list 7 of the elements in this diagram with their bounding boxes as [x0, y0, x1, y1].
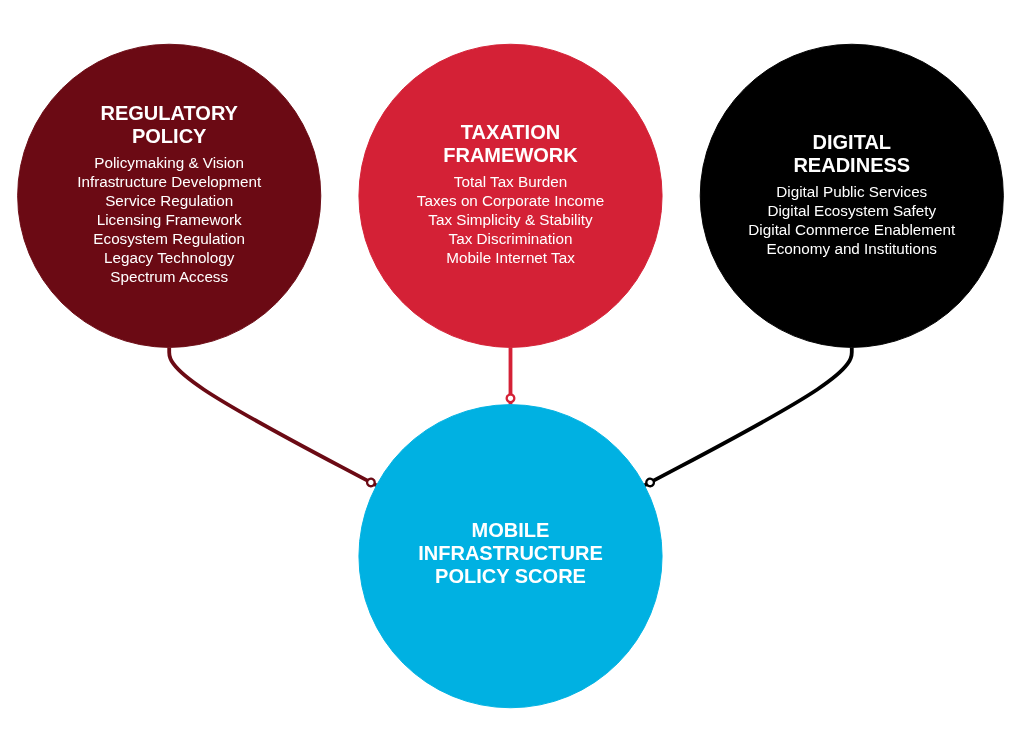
node-circle: REGULATORY POLICY Policymaking & Vision Infrastructure Development Service Regulation Licensing Framework Ecosystem Regulation Legacy Technology Spectrum Access	[17, 43, 322, 348]
node-circle: DIGITAL READINESS Digital Public Services Digital Ecosystem Safety Digital Commerce Enablement Economy and Institutions	[699, 43, 1004, 348]
node-circle: MOBILE INFRASTRUCTURE POLICY SCORE	[358, 404, 663, 709]
connector	[505, 347, 516, 405]
connector	[167, 347, 378, 488]
node-circle: TAXATION FRAMEWORK Total Tax Burden Taxes on Corporate Income Tax Simplicity & Stability Tax Discrimination Mobile Internet Tax	[358, 43, 663, 348]
connector	[643, 347, 854, 488]
